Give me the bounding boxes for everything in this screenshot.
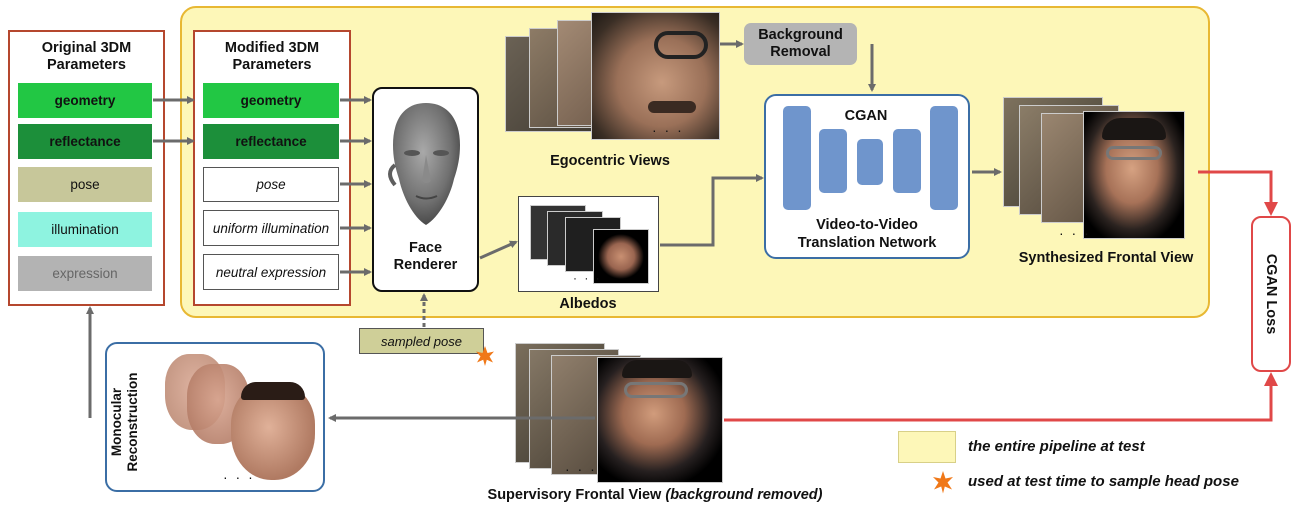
orig-pose: pose — [18, 167, 152, 202]
arrow-albedos-cgan — [660, 174, 764, 247]
face-renderer-label: Face Renderer — [393, 240, 458, 273]
albedo-face-frame — [593, 229, 649, 284]
orig-expression: expression — [18, 256, 152, 291]
modified-params-title: Modified 3DM Parameters — [224, 40, 320, 73]
cgan-network-box: CGAN Video-to-Video Translation Network — [764, 94, 970, 259]
mod-pose: pose — [203, 167, 339, 202]
sampled-pose-star-icon — [476, 346, 494, 366]
supervisory-label-note: (background removed) — [665, 487, 823, 503]
supervisory-view: · · · — [515, 343, 725, 483]
synth-face-frame — [1083, 111, 1185, 239]
synthesized-view: · · · — [1003, 97, 1198, 242]
legend-star-text: used at test time to sample head pose — [968, 473, 1239, 490]
legend-pipeline-text: the entire pipeline at test — [968, 438, 1145, 455]
cgan-caption: Video-to-Video Translation Network — [797, 217, 937, 251]
arrow-renderer-albedos — [479, 240, 518, 260]
supervisory-dots: · · · — [565, 461, 597, 477]
supervisory-label: Supervisory Frontal View (background rem… — [470, 487, 840, 503]
original-params-title: Original 3DM Parameters — [41, 40, 132, 73]
orig-geometry: geometry — [18, 83, 152, 118]
legend-star-icon — [933, 471, 953, 494]
egocentric-views: · · · — [505, 12, 720, 142]
legend-pipeline-swatch — [898, 431, 956, 463]
albedos-label: Albedos — [559, 296, 617, 312]
cgan-loss-box: CGAN Loss — [1251, 216, 1291, 372]
mod-reflectance: reflectance — [203, 124, 339, 159]
mod-uniform-illumination: uniform illumination — [203, 210, 339, 246]
ego-frame-4 — [591, 12, 720, 140]
bottleneck-block — [857, 139, 883, 185]
encoder-block-1 — [783, 106, 811, 210]
cgan-title: CGAN — [844, 108, 888, 124]
sampled-pose-box: sampled pose — [359, 328, 484, 354]
recon-face-3 — [231, 382, 315, 480]
arrow-synth-loss — [1198, 170, 1278, 216]
decoder-block-2 — [930, 106, 958, 210]
arrow-supervisory-loss — [724, 372, 1278, 422]
monocular-reconstruction-box: Monocular Reconstruction · · · — [105, 342, 325, 492]
mod-neutral-expression: neutral expression — [203, 254, 339, 290]
face-renderer-box: Face Renderer — [372, 87, 479, 292]
egocentric-label: Egocentric Views — [550, 153, 670, 169]
face-mesh-icon — [388, 103, 460, 225]
mod-geometry: geometry — [203, 83, 339, 118]
albedos-box: · · · — [518, 196, 659, 292]
orig-illumination: illumination — [18, 212, 152, 247]
albedo-dots: · · · — [573, 271, 602, 285]
synth-dots: · · · — [1059, 225, 1091, 241]
orig-reflectance: reflectance — [18, 124, 152, 159]
encoder-block-2 — [819, 129, 847, 193]
synthesized-label: Synthesized Frontal View — [1018, 250, 1194, 266]
supervisory-label-main: Supervisory Frontal View — [487, 487, 662, 503]
supervisory-face-frame — [597, 357, 723, 483]
monocular-dots: · · · — [223, 469, 255, 485]
decoder-block-1 — [893, 129, 921, 193]
ego-dots: · · · — [652, 122, 684, 138]
background-removal-box: Background Removal — [744, 23, 857, 65]
